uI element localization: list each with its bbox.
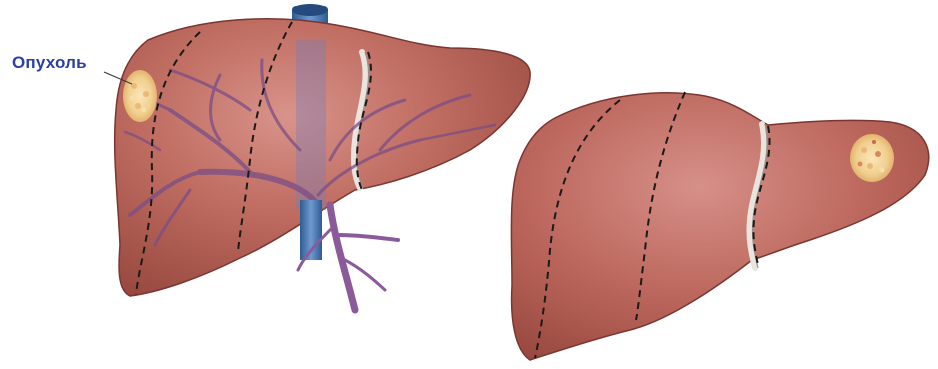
portal-branch-1	[340, 235, 398, 240]
left-liver	[104, 4, 530, 310]
hepatic-outflow	[298, 200, 398, 310]
right-liver	[511, 92, 928, 360]
right-liver-body	[511, 93, 928, 360]
tumor-left	[123, 70, 157, 122]
portal-trunk	[330, 205, 355, 310]
vena-cava-opening	[292, 4, 328, 16]
vena-cava-middle	[296, 40, 326, 210]
tumor-right	[850, 134, 894, 182]
